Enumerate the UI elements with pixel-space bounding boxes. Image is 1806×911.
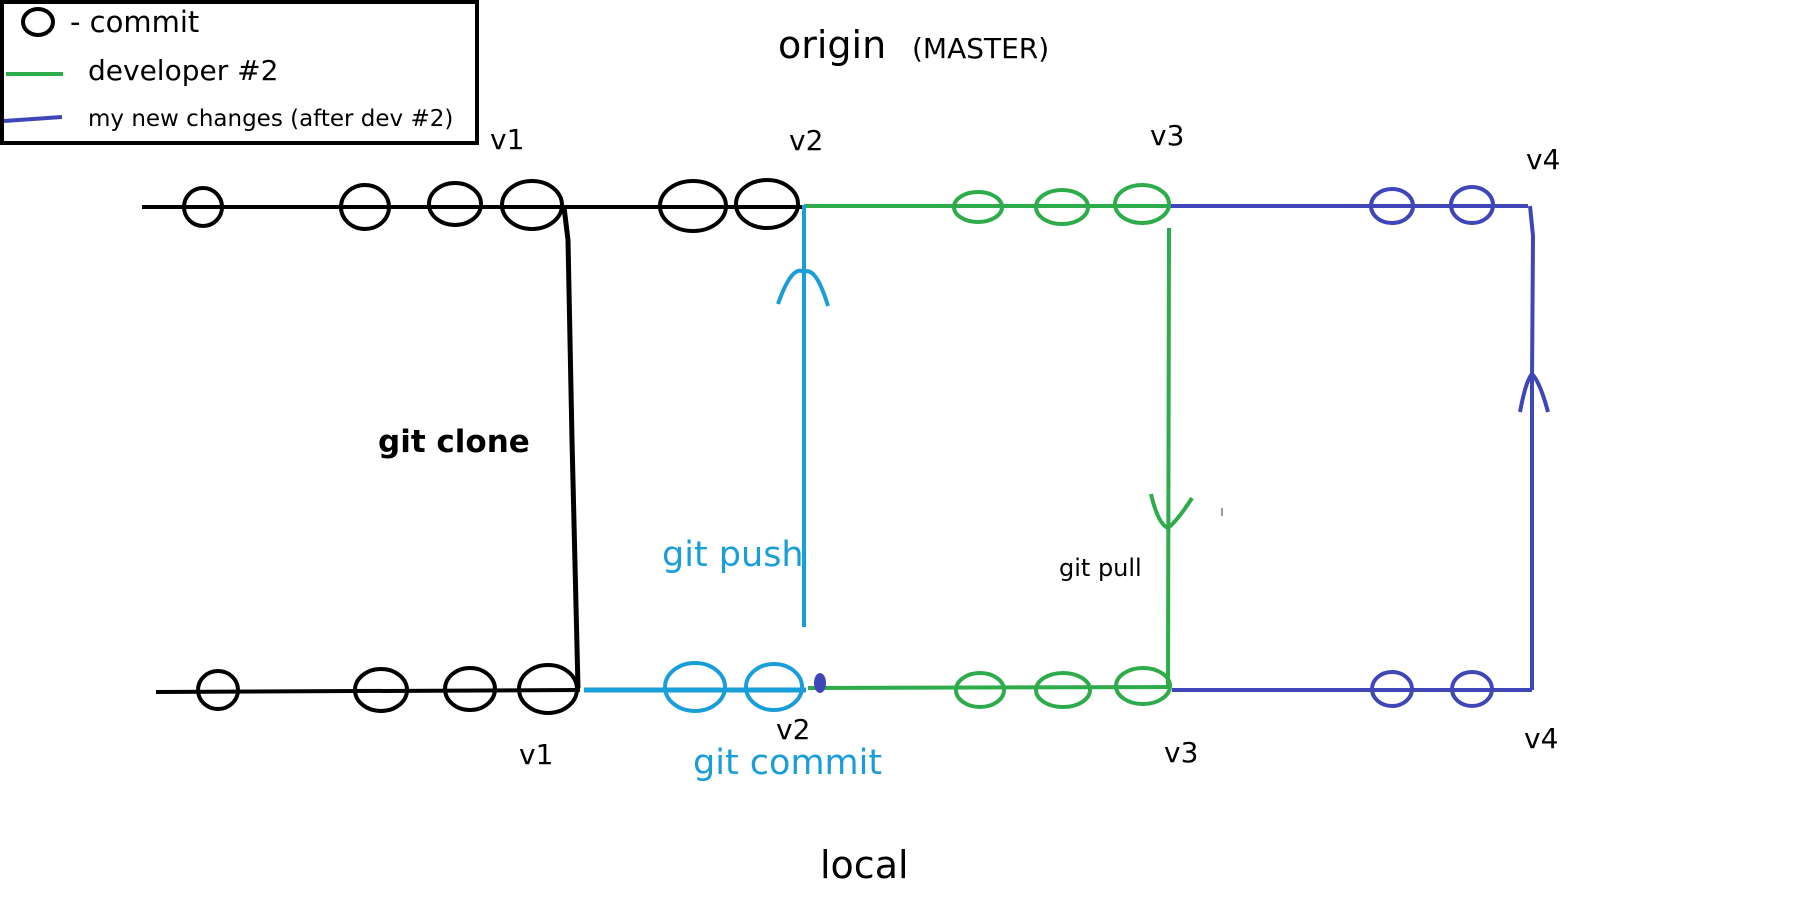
- origin-commit-dev2: [1113, 183, 1171, 225]
- git-push-label: git push: [662, 535, 804, 575]
- origin-commit: [427, 181, 483, 227]
- local-commit: [353, 667, 409, 713]
- origin-commit: [339, 183, 391, 231]
- git-commit-label: git commit: [693, 743, 882, 783]
- local-commit: [517, 663, 579, 715]
- local-commit: [196, 669, 240, 711]
- origin-v1-label: v1: [490, 123, 524, 156]
- local-v1-label: v1: [519, 738, 553, 771]
- local-commit-dev2: [1034, 671, 1092, 709]
- local-commit: [443, 666, 497, 712]
- origin-v3-label: v3: [1150, 119, 1184, 152]
- final-push-connector: [1528, 205, 1536, 690]
- merge-dot: [814, 673, 826, 693]
- local-v2-label: v2: [776, 713, 810, 746]
- legend-blue-swatch: [3, 115, 63, 123]
- git-pull-label: git pull: [1059, 554, 1142, 582]
- local-version-labels: v1 v2 v3 v4: [519, 713, 1558, 771]
- local-line-black: [155, 688, 581, 694]
- origin-branch: [142, 178, 1528, 233]
- origin-commit-mine: [1449, 185, 1495, 225]
- arrow-up-icon: [1518, 371, 1550, 413]
- arrow-up-icon: [776, 268, 830, 307]
- origin-commit: [500, 179, 564, 231]
- local-line-green: [807, 685, 1171, 690]
- legend-mine-label: my new changes (after dev #2): [88, 106, 453, 132]
- pull-connector: [1166, 227, 1171, 687]
- origin-commit: [182, 186, 224, 228]
- origin-commit: [658, 179, 728, 233]
- legend-developer2-label: developer #2: [88, 54, 278, 87]
- local-commit-dev2: [954, 671, 1006, 709]
- arrow-down-icon: [1149, 493, 1194, 531]
- origin-v2-label: v2: [789, 124, 823, 157]
- legend: - commit developer #2 my new changes (af…: [0, 0, 479, 145]
- origin-v4-label: v4: [1526, 143, 1560, 176]
- local-v4-label: v4: [1524, 722, 1558, 755]
- legend-commit-label: - commit: [70, 5, 199, 39]
- circle-icon: [21, 7, 55, 37]
- origin-commit-mine: [1369, 187, 1415, 225]
- origin-title: origin: [778, 23, 886, 67]
- local-commit-mine: [744, 662, 804, 712]
- local-commit-mine: [1450, 670, 1494, 708]
- local-commit-mine: [1370, 670, 1414, 708]
- local-commit-mine: [663, 661, 727, 713]
- clone-connector: [561, 206, 581, 689]
- git-clone-label: git clone: [378, 424, 530, 460]
- origin-commit: [734, 178, 800, 230]
- origin-branch-label: (MASTER): [912, 32, 1049, 65]
- local-v3-label: v3: [1164, 736, 1198, 769]
- origin-commit-dev2: [1034, 188, 1090, 226]
- origin-version-labels: v1 v2 v3 v4: [490, 119, 1560, 176]
- local-title: local: [820, 843, 909, 887]
- legend-box: [0, 0, 479, 145]
- local-branch: [155, 661, 1532, 715]
- origin-commit-dev2: [952, 190, 1004, 224]
